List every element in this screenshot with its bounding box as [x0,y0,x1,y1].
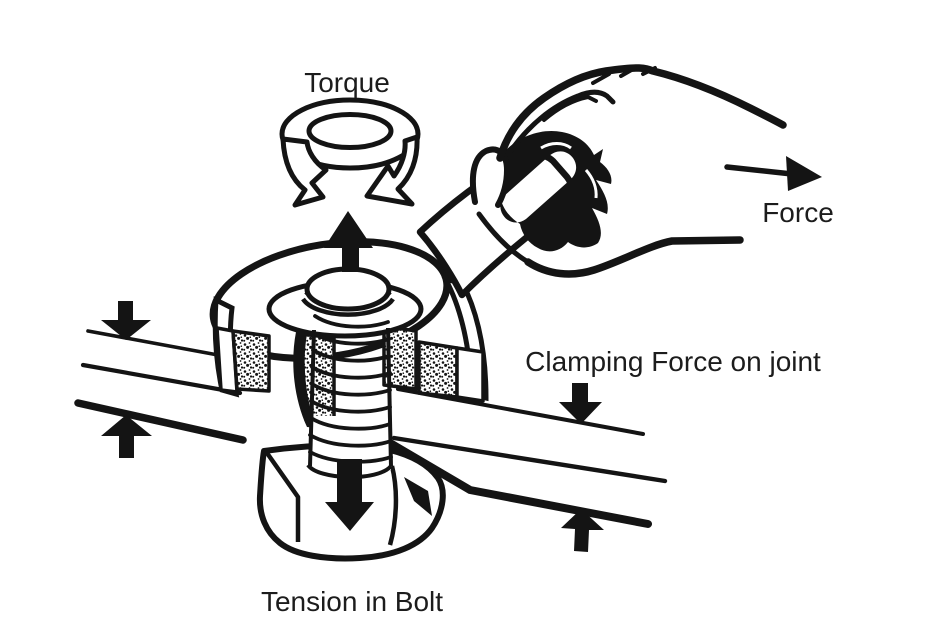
plate-top-edge-left [86,329,220,357]
tension-up-arrow [324,211,373,272]
clamp-arrow-up-right [561,509,604,552]
plate-bottom-edge-left [74,399,247,444]
torque-ring-arrowhead [364,134,420,207]
clamp-arrow-down-right [559,383,602,424]
torque-label: Torque [304,67,390,98]
nut-right-shadow [404,477,432,516]
cut-face-left-white [215,326,239,394]
bolt-head-dome [304,266,392,312]
bolt-hole-shadow [293,332,317,428]
hand-top-contour [496,64,787,162]
tension-label: Tension in Bolt [261,586,443,617]
cut-face-right-white [455,346,485,403]
plate-interface-left [80,362,243,396]
clamping-arrows [101,301,604,552]
force-arrow-shaft [724,164,795,177]
force-label: Force [762,197,834,228]
cut-face-right-inner-stipple [382,324,418,391]
bolt-shank [306,314,393,480]
knuckle-notch-1 [591,72,611,85]
hand [469,64,787,278]
plate-interface-right [391,435,668,484]
clamp-arrow-up-left [101,415,152,458]
finger-gap-highlight-2 [584,169,598,199]
finger-separation-1 [507,89,616,155]
cut-face-left-outer-stipple [231,329,271,393]
nut-left-chamfer-line [265,451,301,542]
finger-grip-shadow [493,130,612,252]
clamp-arrow-down-left [101,301,151,340]
force-arrow-head [786,156,822,191]
torque-rotation-icon [279,97,421,208]
cut-face-right-outer-stipple [417,340,459,399]
finger-separation-2 [542,94,598,122]
finger-gap-highlight-1 [540,142,572,150]
clamping-force-label: Clamping Force on joint [525,346,821,377]
palm-heel-line [476,211,531,265]
tension-down-arrow-on-nut [325,459,374,531]
torque-ring-tail [280,136,329,208]
hand-bottom-contour [524,236,744,278]
nut-right-face-line [387,465,399,546]
knuckle-notch-2 [619,66,637,78]
knuckle-notch-3 [641,66,657,76]
shank-left-edge [308,329,316,467]
threads [308,314,393,464]
force-arrow [724,156,822,191]
